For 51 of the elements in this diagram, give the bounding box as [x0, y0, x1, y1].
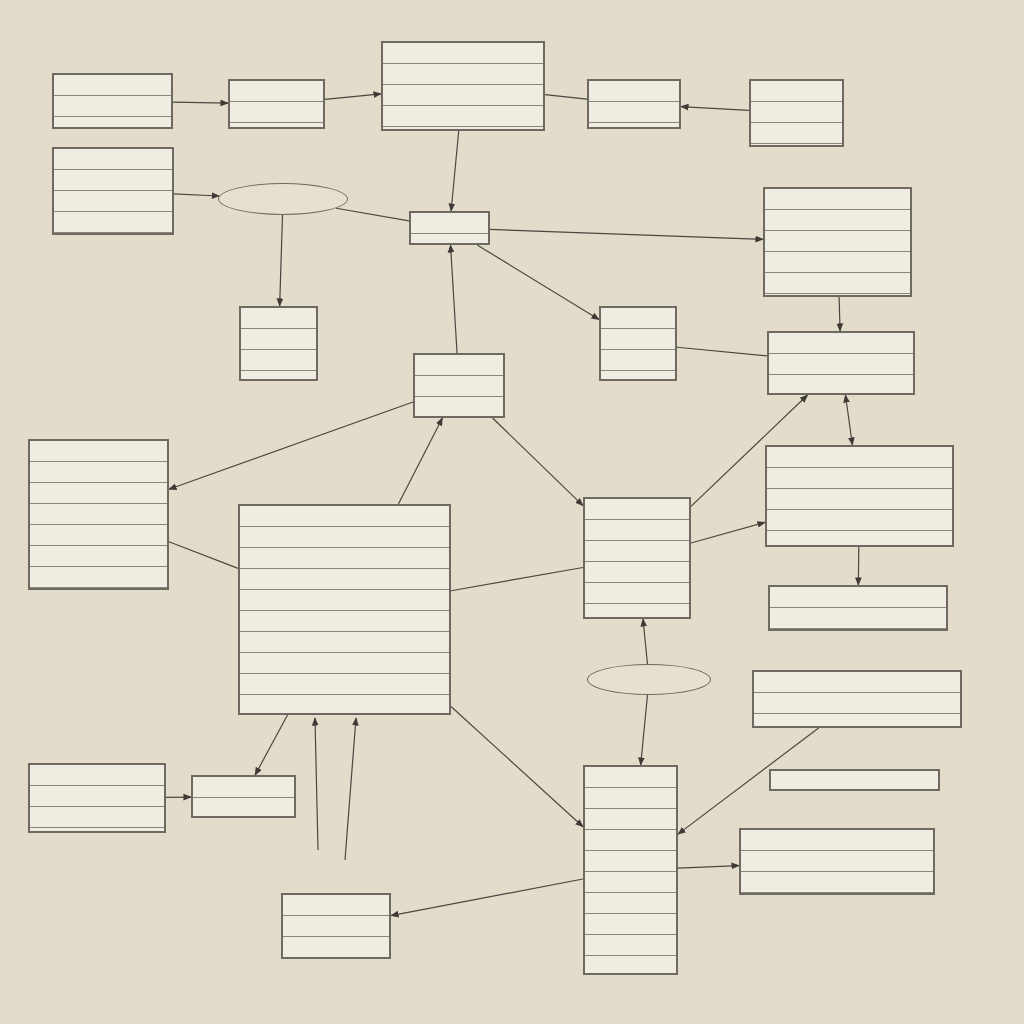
process-box — [413, 353, 505, 418]
connector-arrow — [165, 793, 192, 801]
connector-arrow — [397, 417, 443, 505]
process-box — [739, 828, 935, 895]
connector-arrow — [638, 694, 649, 766]
connector-arrow — [476, 244, 600, 321]
connector-arrow — [690, 394, 809, 507]
process-box — [281, 893, 391, 959]
process-box — [228, 79, 325, 129]
connector-arrow — [168, 401, 414, 490]
process-box — [583, 765, 678, 975]
connector-arrow — [690, 521, 766, 544]
connector-arrow — [491, 417, 584, 507]
connector-arrow — [173, 192, 220, 199]
process-box — [599, 306, 677, 381]
process-box — [768, 585, 948, 631]
connector-arrow — [448, 130, 460, 212]
connector-arrow — [311, 717, 319, 851]
process-box — [769, 769, 940, 791]
connector-arrow — [276, 214, 284, 307]
connector-arrow — [489, 228, 764, 243]
process-box — [765, 445, 954, 547]
connector-arrow — [344, 717, 359, 861]
connector-arrow — [677, 862, 740, 870]
connector-arrow — [836, 296, 844, 332]
connector-arrow — [450, 705, 584, 828]
process-box — [52, 73, 173, 129]
process-box — [409, 211, 490, 245]
process-box — [583, 497, 691, 619]
process-box — [767, 331, 915, 395]
process-box — [52, 147, 174, 235]
connector-arrow — [843, 394, 855, 446]
connector-arrow — [855, 546, 862, 586]
process-box — [752, 670, 962, 728]
process-box — [749, 79, 844, 147]
connector-arrow — [390, 878, 584, 918]
process-box — [587, 79, 681, 129]
process-box — [763, 187, 912, 297]
process-box — [238, 504, 451, 715]
process-box — [239, 306, 318, 381]
process-box — [381, 41, 545, 131]
connector-arrow — [677, 727, 820, 835]
process-box — [191, 775, 296, 818]
connector-arrow — [680, 103, 750, 111]
connector-arrow — [640, 618, 649, 665]
connector-arrow — [254, 714, 289, 776]
connector-arrow — [447, 244, 458, 354]
connector-arrow — [172, 99, 229, 107]
process-box — [28, 439, 169, 590]
connector-arrow — [324, 91, 382, 100]
process-box — [28, 763, 166, 833]
